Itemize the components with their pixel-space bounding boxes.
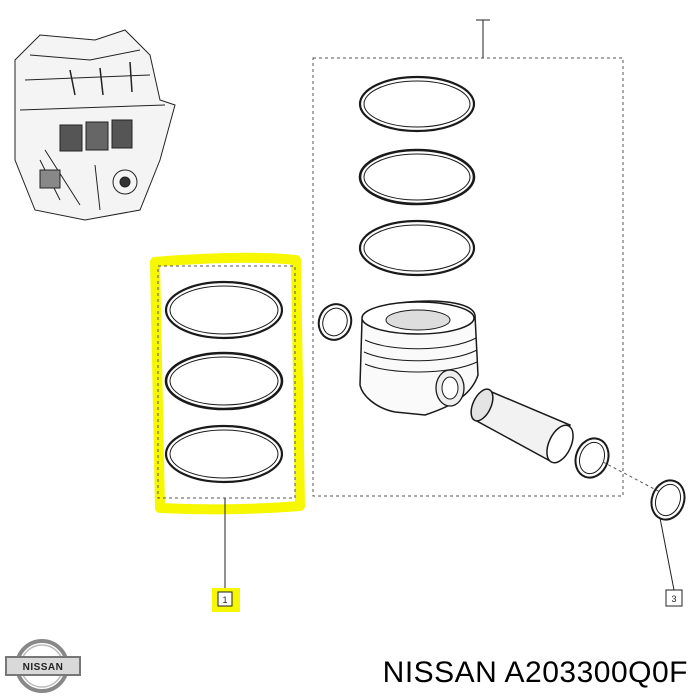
piston: [359, 300, 479, 416]
engine-illustration: [14, 29, 176, 221]
logo-text: NISSAN: [23, 662, 64, 673]
outer-circlip: [650, 479, 686, 521]
right-circlip: [574, 437, 610, 479]
part-number: NISSAN A203300Q0F: [382, 656, 688, 689]
callout-2: [476, 19, 490, 58]
callout-3: 3: [665, 589, 683, 607]
left-circlip: [317, 303, 353, 341]
assembly-boundary: [312, 57, 624, 497]
ring-set-boundary: [157, 265, 296, 499]
callout-1-box: [217, 591, 233, 607]
callout-3-box: [665, 589, 683, 607]
circlip-leader: [602, 461, 661, 493]
callout-1: 1: [212, 498, 240, 612]
ring-stack-main: [358, 75, 476, 277]
callout-3-leader: [659, 517, 675, 591]
highlight-outline: [150, 252, 305, 515]
nissan-logo: NISSAN: [5, 639, 81, 693]
callout-3-label: 3: [671, 594, 676, 604]
piston-pin: [470, 388, 574, 464]
callout-1-label: 1: [222, 595, 227, 605]
highlighted-ring-set: [150, 252, 305, 515]
